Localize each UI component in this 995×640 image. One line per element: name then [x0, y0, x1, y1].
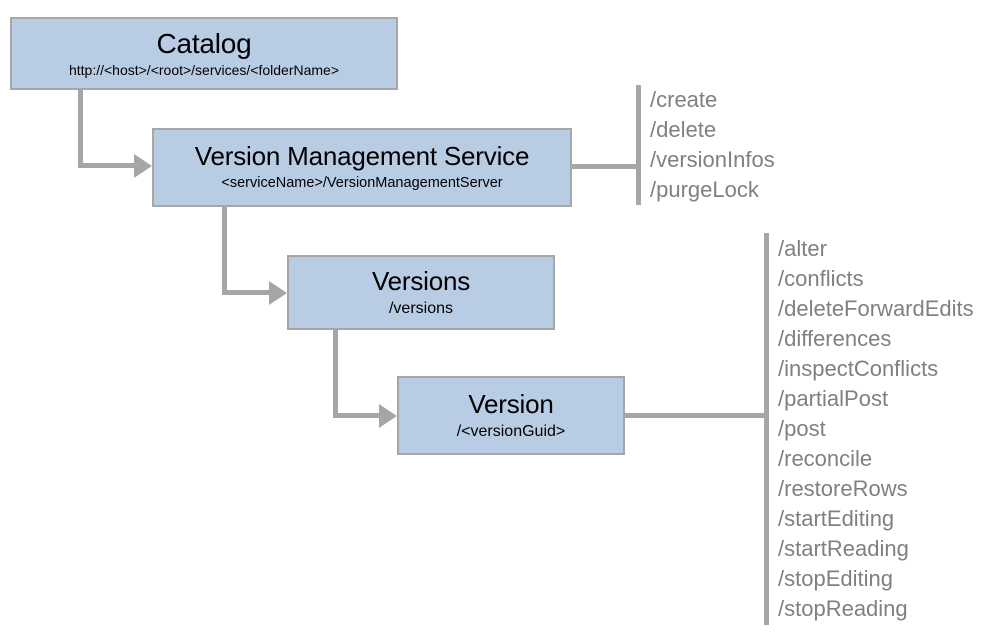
operation-item: /deleteForwardEdits: [778, 296, 974, 321]
service-operations-list: /create/delete/versionInfos/purgeLock: [650, 85, 775, 205]
operation-item: /partialPost: [778, 386, 889, 411]
arrowhead-icon-service-to-versions: [269, 281, 287, 305]
operation-item: /startEditing: [778, 506, 895, 531]
operation-item: /stopReading: [778, 596, 908, 621]
operation-item: /restoreRows: [778, 476, 908, 501]
connector-service-to-versions-horizontal: [222, 290, 274, 295]
node-version-management-service-subtitle: <serviceName>/VersionManagementServer: [221, 174, 503, 191]
bracket-version-operations: [764, 233, 769, 625]
operation-item: /post: [778, 416, 826, 441]
arrowhead-icon-versions-to-version: [379, 404, 397, 428]
operation-item: /differences: [778, 326, 892, 351]
operation-item: /reconcile: [778, 446, 873, 471]
operation-item: /inspectConflicts: [778, 356, 939, 381]
operation-item: /conflicts: [778, 266, 864, 291]
node-version-title: Version: [468, 388, 554, 419]
node-catalog: Catalog http://<host>/<root>/services/<f…: [10, 17, 398, 90]
operation-item: /startReading: [778, 536, 909, 561]
node-versions-title: Versions: [371, 265, 471, 296]
connector-service-to-versions-vertical: [222, 207, 227, 295]
node-catalog-title: Catalog: [156, 27, 252, 59]
operation-item: /create: [650, 87, 718, 112]
node-version: Version /<versionGuid>: [397, 376, 625, 455]
version-operations-list: /alter/conflicts/deleteForwardEdits/diff…: [778, 234, 974, 624]
connector-versions-to-version-horizontal: [333, 413, 381, 418]
connector-catalog-to-service-vertical: [78, 90, 83, 168]
operation-item: /purgeLock: [650, 177, 759, 202]
node-catalog-subtitle: http://<host>/<root>/services/<folderNam…: [68, 62, 340, 78]
arrowhead-icon-catalog-to-service: [134, 154, 152, 178]
bracket-service-operations: [636, 85, 641, 205]
connector-versions-to-version-vertical: [333, 330, 338, 418]
connector-service-to-operations: [572, 164, 640, 169]
connector-catalog-to-service-horizontal: [78, 163, 138, 168]
node-version-subtitle: /<versionGuid>: [456, 422, 566, 440]
node-version-management-service-title: Version Management Service: [194, 141, 530, 172]
node-versions: Versions /versions: [287, 255, 555, 330]
operation-item: /delete: [650, 117, 717, 142]
connector-version-to-operations: [625, 413, 767, 418]
node-versions-subtitle: /versions: [388, 299, 454, 317]
node-version-management-service: Version Management Service <serviceName>…: [152, 128, 572, 207]
operation-item: /stopEditing: [778, 566, 893, 591]
operation-item: /alter: [778, 236, 827, 261]
operation-item: /versionInfos: [650, 147, 775, 172]
